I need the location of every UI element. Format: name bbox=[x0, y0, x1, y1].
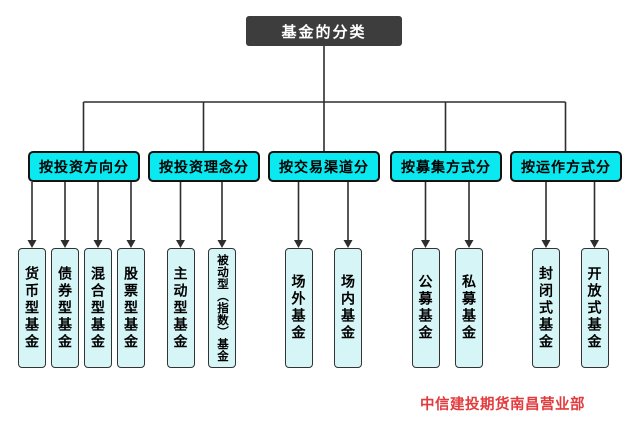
leaf-stock-fund: 股票型基金 bbox=[117, 248, 145, 368]
arrow-down-icon bbox=[421, 240, 430, 248]
arrow-down-icon bbox=[294, 240, 303, 248]
leaf-bond-fund: 债券型基金 bbox=[51, 248, 79, 368]
leaf-currency-fund: 货币型基金 bbox=[18, 248, 46, 368]
branch-arrow-lines bbox=[31, 182, 596, 241]
arrow-down-icon bbox=[217, 240, 227, 248]
leaf-public-fund: 公募基金 bbox=[411, 248, 440, 368]
arrow-down-icon bbox=[60, 240, 70, 248]
arrow-down-icon bbox=[590, 240, 599, 248]
category-by-investment-direction: 按投资方向分 bbox=[28, 151, 140, 182]
arrow-down-icon bbox=[343, 240, 353, 248]
arrow-down-icon bbox=[464, 240, 474, 248]
category-by-fundraising-method: 按募集方式分 bbox=[390, 151, 502, 182]
arrow-down-icon bbox=[541, 240, 551, 248]
watermark-text: 中信建投期货南昌营业部 bbox=[420, 397, 585, 413]
arrow-down-icon bbox=[176, 240, 185, 248]
leaf-private-fund: 私募基金 bbox=[455, 248, 483, 368]
leaf-exchange-fund: 场内基金 bbox=[334, 248, 362, 368]
leaf-closed-end-fund: 封闭式基金 bbox=[532, 248, 560, 368]
arrow-down-icon bbox=[126, 240, 136, 248]
category-by-trading-channel: 按交易渠道分 bbox=[268, 151, 380, 182]
root-node-fund-classification: 基金的分类 bbox=[246, 16, 402, 46]
leaf-active-fund: 主动型基金 bbox=[166, 248, 195, 368]
arrow-down-icon bbox=[27, 240, 37, 248]
leaf-otc-fund: 场外基金 bbox=[284, 248, 313, 368]
tree-trunk-lines bbox=[82, 46, 567, 152]
leaf-open-end-fund: 开放式基金 bbox=[580, 248, 609, 368]
category-by-operation-mode: 按运作方式分 bbox=[510, 151, 622, 182]
arrow-down-icons bbox=[27, 240, 599, 248]
arrow-down-icon bbox=[93, 240, 103, 248]
leaf-hybrid-fund: 混合型基金 bbox=[84, 248, 112, 368]
category-by-investment-philosophy: 按投资理念分 bbox=[148, 151, 260, 182]
leaf-passive-index-fund: 被动型（指数）基金 bbox=[208, 248, 236, 368]
